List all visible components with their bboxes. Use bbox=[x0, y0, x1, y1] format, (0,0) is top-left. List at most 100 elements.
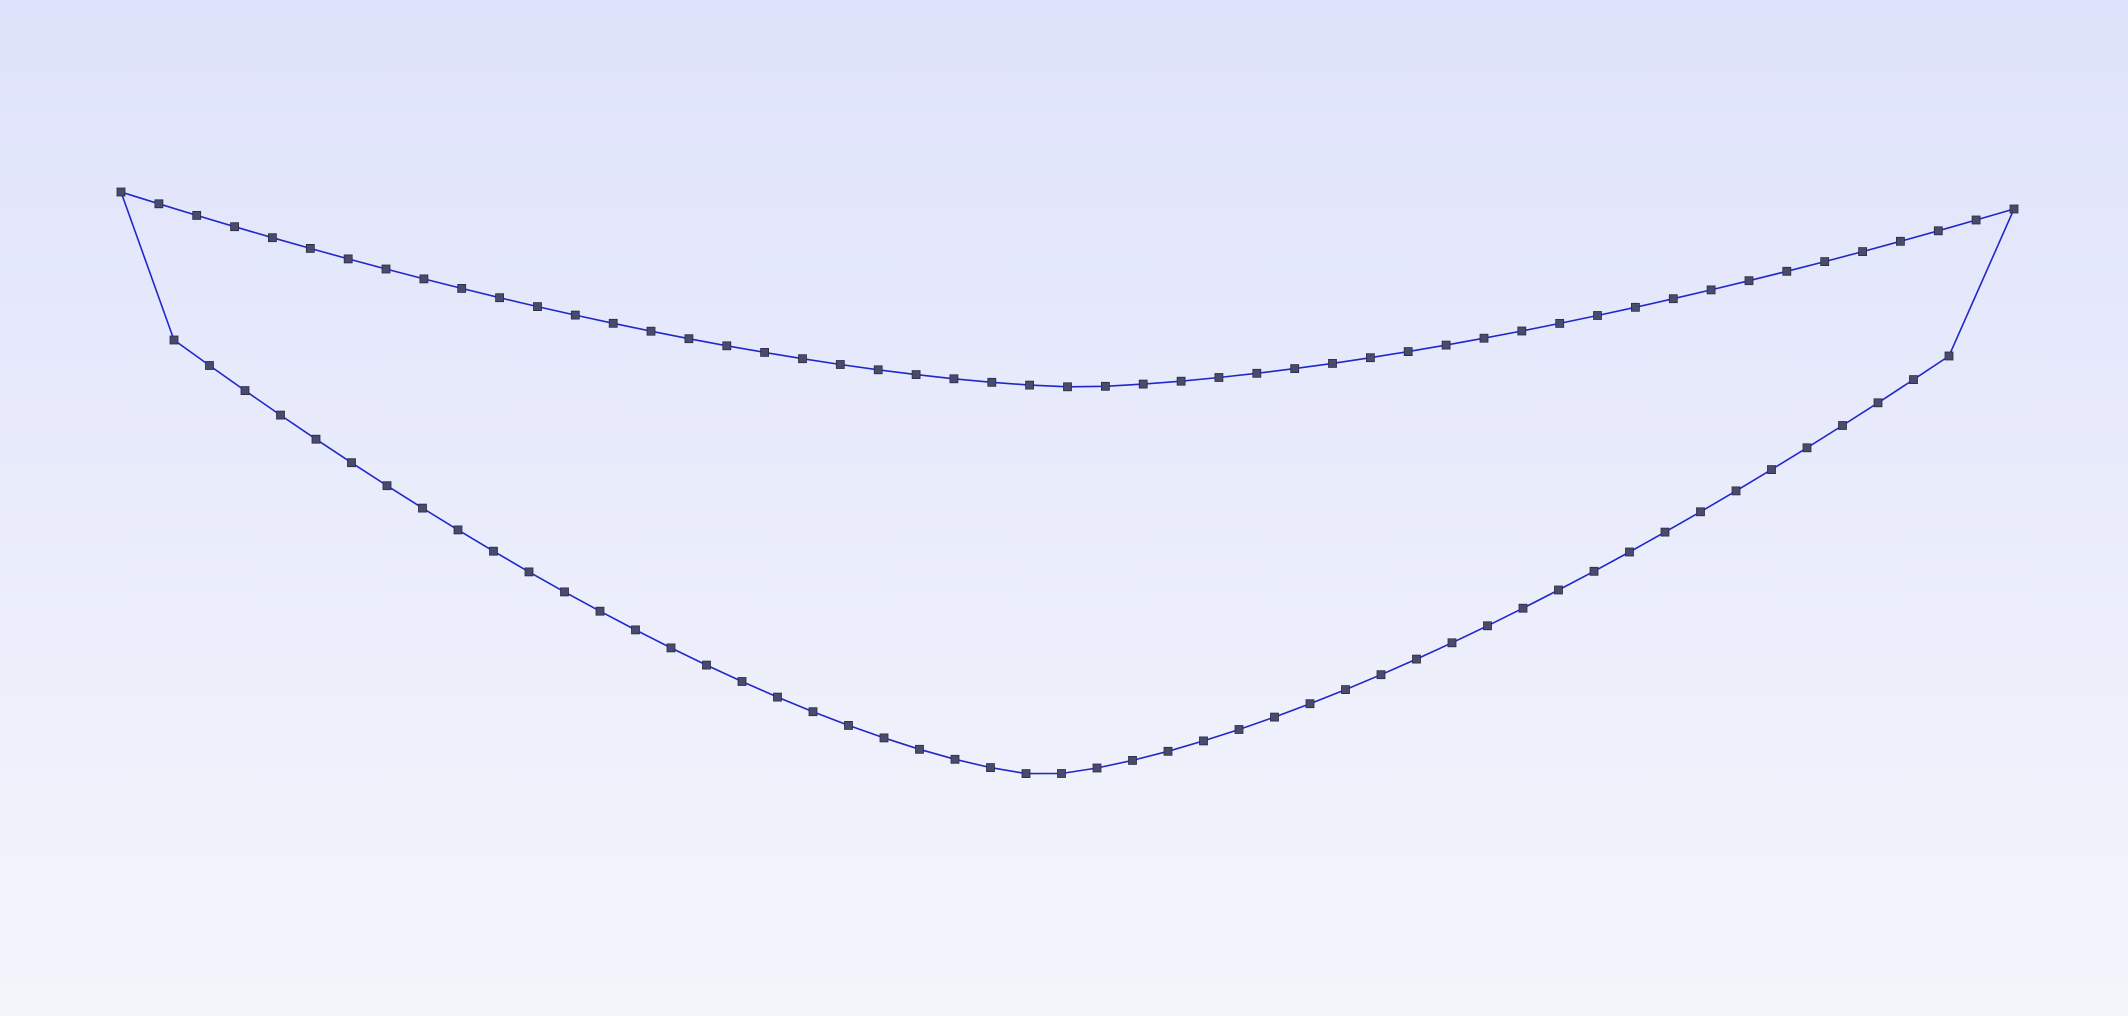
mesh-node[interactable] bbox=[1518, 603, 1528, 613]
mesh-node[interactable] bbox=[1025, 380, 1034, 390]
mesh-node[interactable] bbox=[1341, 685, 1350, 694]
mesh-node[interactable] bbox=[1252, 368, 1262, 378]
mesh-node[interactable] bbox=[1483, 621, 1492, 631]
mesh-node[interactable] bbox=[1163, 746, 1173, 756]
mesh-node[interactable] bbox=[1057, 769, 1066, 778]
mesh-node[interactable] bbox=[533, 302, 542, 312]
mesh-node[interactable] bbox=[343, 254, 353, 264]
mesh-node[interactable] bbox=[2009, 204, 2019, 214]
mesh-node[interactable] bbox=[1138, 379, 1148, 389]
mesh-node[interactable] bbox=[1101, 381, 1110, 391]
mesh-node[interactable] bbox=[595, 606, 605, 616]
mesh-node[interactable] bbox=[240, 386, 250, 396]
mesh-node[interactable] bbox=[230, 222, 240, 232]
mesh-node[interactable] bbox=[1063, 382, 1072, 392]
mesh-node[interactable] bbox=[169, 335, 179, 345]
mesh-nodes[interactable] bbox=[116, 187, 2019, 778]
mesh-node[interactable] bbox=[1517, 326, 1527, 336]
mesh-node[interactable] bbox=[489, 546, 498, 556]
mesh-node[interactable] bbox=[760, 347, 769, 357]
mesh-node[interactable] bbox=[1668, 294, 1678, 304]
mesh-node[interactable] bbox=[205, 361, 214, 370]
mesh-node[interactable] bbox=[987, 377, 997, 387]
mesh-node[interactable] bbox=[1802, 443, 1812, 453]
mesh-node[interactable] bbox=[457, 283, 467, 293]
mesh-node[interactable] bbox=[560, 587, 569, 597]
mesh-node[interactable] bbox=[1820, 257, 1830, 267]
mesh-node[interactable] bbox=[495, 293, 505, 303]
mesh-node[interactable] bbox=[949, 374, 959, 384]
mesh-node[interactable] bbox=[879, 733, 889, 743]
mesh-node[interactable] bbox=[1838, 421, 1847, 430]
mesh-node[interactable] bbox=[702, 660, 711, 670]
mesh-node[interactable] bbox=[1447, 638, 1457, 648]
mesh-node[interactable] bbox=[1731, 486, 1741, 496]
mesh-node[interactable] bbox=[154, 199, 164, 209]
mesh-node[interactable] bbox=[646, 326, 656, 336]
mesh-node[interactable] bbox=[1858, 247, 1867, 257]
mesh-node[interactable] bbox=[737, 677, 747, 686]
mesh-node[interactable] bbox=[1092, 763, 1102, 773]
mesh-node[interactable] bbox=[381, 264, 391, 274]
mesh-node[interactable] bbox=[1176, 376, 1186, 386]
mesh-node[interactable] bbox=[1554, 585, 1563, 595]
mesh-node[interactable] bbox=[722, 341, 732, 351]
mesh-node[interactable] bbox=[1555, 318, 1565, 328]
mesh-node[interactable] bbox=[1403, 347, 1413, 357]
mesh-node[interactable] bbox=[1479, 333, 1489, 343]
mesh-node[interactable] bbox=[1933, 226, 1943, 236]
mesh-node[interactable] bbox=[950, 754, 960, 764]
mesh-node[interactable] bbox=[1328, 358, 1337, 368]
mesh-node[interactable] bbox=[1706, 285, 1716, 295]
mesh-node[interactable] bbox=[631, 625, 640, 635]
mesh-node[interactable] bbox=[453, 525, 463, 535]
mesh-node[interactable] bbox=[267, 233, 277, 243]
mesh-node[interactable] bbox=[419, 274, 429, 284]
mesh-node[interactable] bbox=[986, 763, 995, 772]
mesh-node[interactable] bbox=[1234, 725, 1244, 734]
mesh-node[interactable] bbox=[1128, 756, 1137, 765]
mesh-node[interactable] bbox=[844, 721, 853, 730]
mesh-node[interactable] bbox=[116, 187, 126, 197]
mesh-node[interactable] bbox=[1441, 340, 1451, 350]
mesh-node[interactable] bbox=[835, 360, 845, 369]
mesh-node[interactable] bbox=[305, 243, 315, 253]
mesh-node[interactable] bbox=[1593, 311, 1602, 320]
mesh-node[interactable] bbox=[684, 334, 694, 344]
mesh-node[interactable] bbox=[808, 707, 818, 717]
mesh-node[interactable] bbox=[311, 434, 321, 444]
mesh-node[interactable] bbox=[608, 318, 618, 328]
mesh-node[interactable] bbox=[1631, 302, 1640, 312]
mesh-node[interactable] bbox=[418, 503, 427, 513]
mesh-node[interactable] bbox=[524, 567, 534, 577]
mesh-node[interactable] bbox=[1290, 364, 1300, 374]
mesh-node[interactable] bbox=[911, 370, 921, 380]
mesh-node[interactable] bbox=[1305, 699, 1315, 709]
mesh-node[interactable] bbox=[1944, 351, 1954, 361]
mesh-node[interactable] bbox=[570, 310, 580, 320]
mesh-node[interactable] bbox=[276, 410, 285, 420]
mesh-node[interactable] bbox=[1696, 507, 1705, 517]
mesh-node[interactable] bbox=[1366, 353, 1375, 363]
mesh-node[interactable] bbox=[1971, 215, 1981, 225]
mesh-node[interactable] bbox=[798, 354, 807, 364]
mesh-node[interactable] bbox=[347, 458, 356, 468]
mesh-node[interactable] bbox=[1660, 527, 1670, 537]
mesh-node[interactable] bbox=[873, 365, 883, 375]
mesh-node[interactable] bbox=[1021, 769, 1031, 778]
mesh-node[interactable] bbox=[1896, 236, 1905, 246]
mesh-node[interactable] bbox=[382, 481, 392, 491]
mesh-node[interactable] bbox=[1625, 547, 1634, 557]
mesh-node[interactable] bbox=[192, 210, 202, 220]
mesh-node[interactable] bbox=[1214, 373, 1224, 382]
mesh-node[interactable] bbox=[1412, 654, 1421, 664]
mesh-node[interactable] bbox=[666, 643, 676, 653]
mesh-node[interactable] bbox=[1744, 276, 1754, 286]
mesh-node[interactable] bbox=[1873, 398, 1883, 408]
mesh-node[interactable] bbox=[1767, 465, 1776, 475]
mesh-node[interactable] bbox=[773, 692, 782, 702]
mesh-node[interactable] bbox=[1909, 375, 1918, 385]
mesh-node[interactable] bbox=[1199, 736, 1208, 746]
